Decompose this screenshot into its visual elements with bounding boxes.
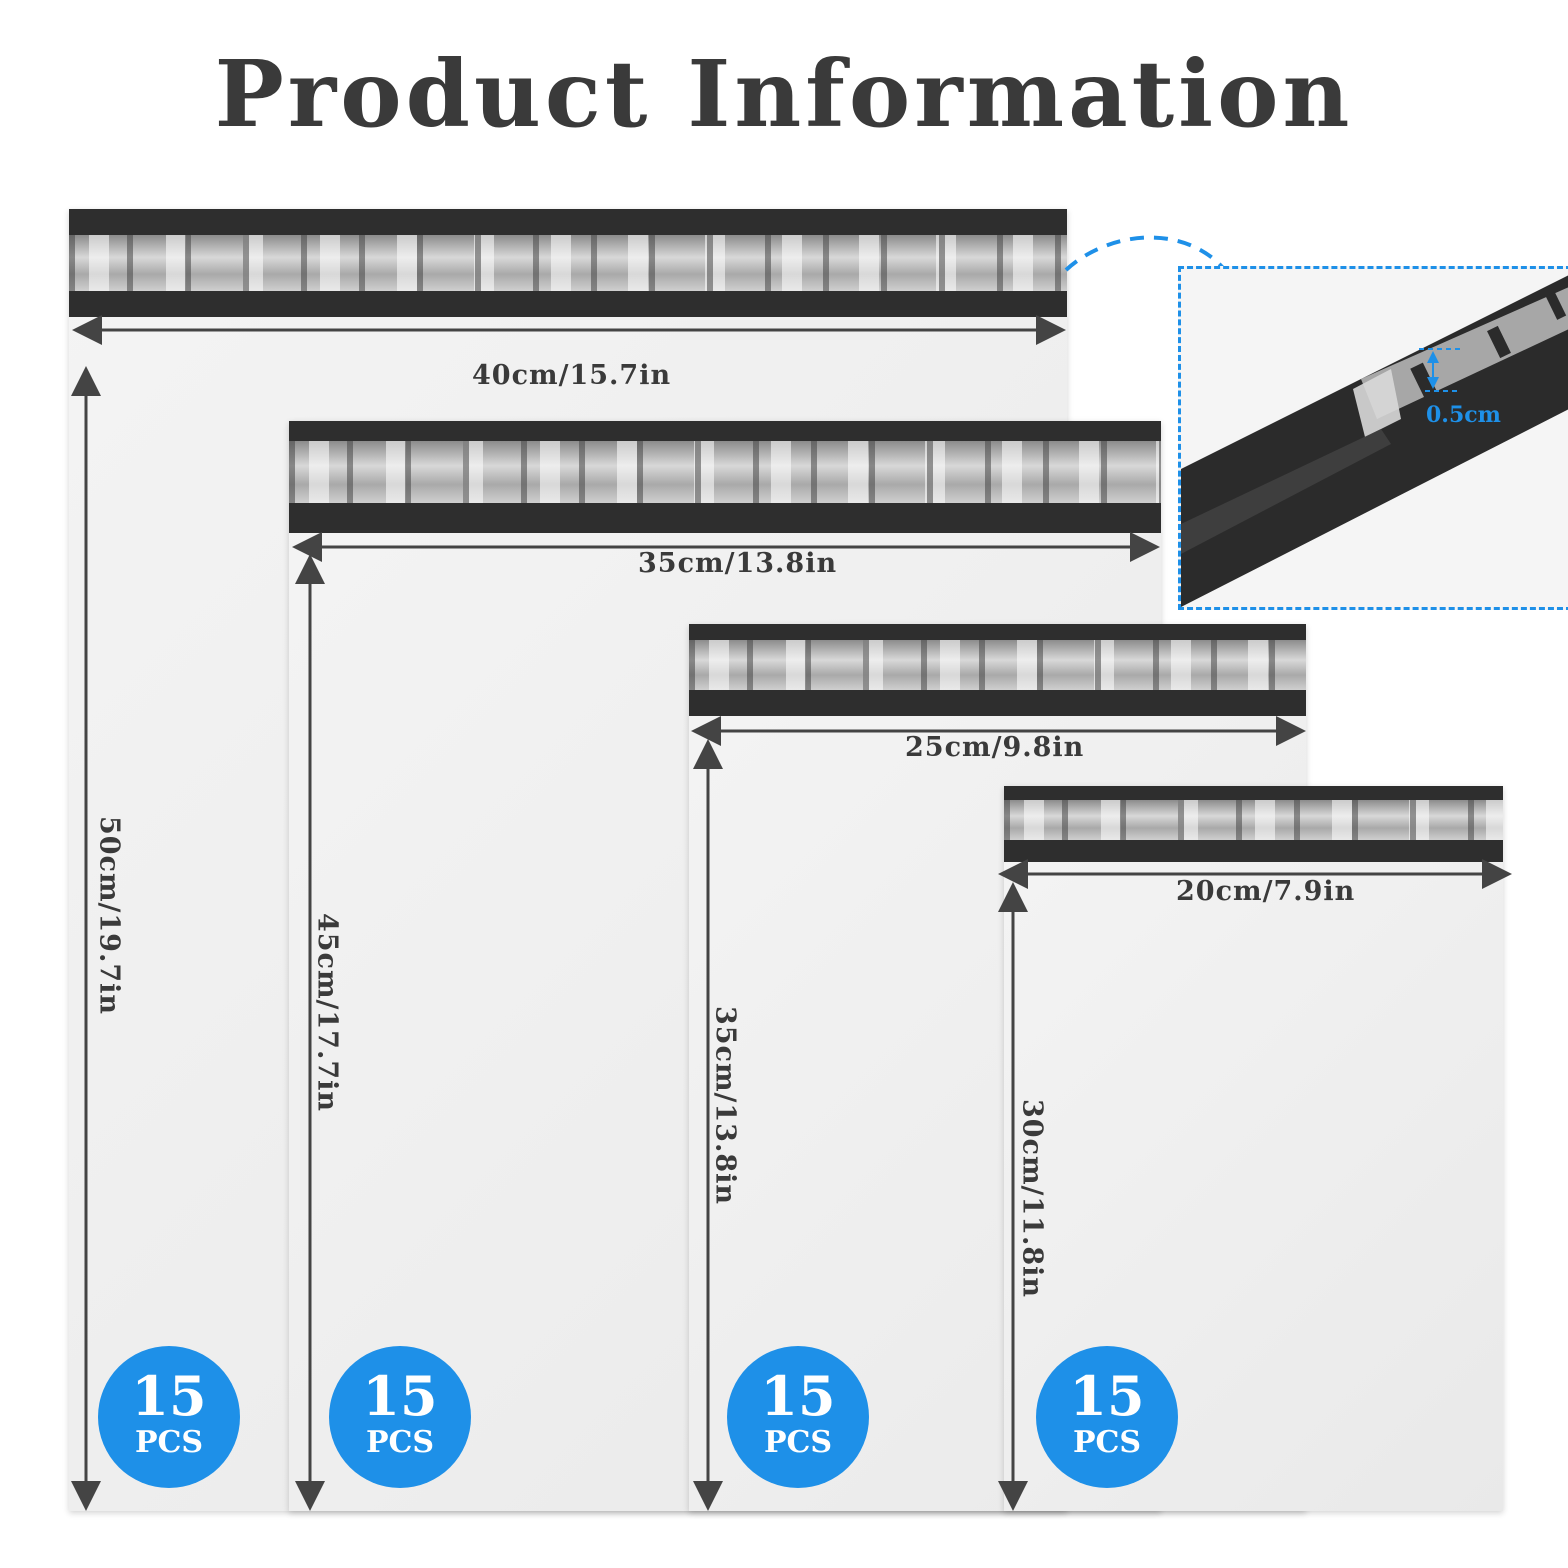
badge-quantity: 15 bbox=[760, 1364, 836, 1428]
badge-unit: PCS bbox=[134, 1425, 204, 1460]
adhesive-strip bbox=[689, 624, 1306, 716]
seal-tape bbox=[289, 441, 1161, 503]
seal-detail-illustration bbox=[1181, 275, 1568, 607]
quantity-badge-bag-2: 15 PCS bbox=[329, 1346, 471, 1488]
width-label-bag-3: 25cm/9.8in bbox=[905, 732, 1085, 763]
badge-unit: PCS bbox=[365, 1425, 435, 1460]
badge-quantity: 15 bbox=[1069, 1364, 1145, 1428]
width-label-bag-1: 40cm/15.7in bbox=[472, 360, 672, 391]
badge-unit: PCS bbox=[763, 1425, 833, 1460]
quantity-badge-bag-4: 15 PCS bbox=[1036, 1346, 1178, 1488]
badge-quantity: 15 bbox=[131, 1364, 207, 1428]
seal-tape bbox=[1004, 800, 1503, 840]
adhesive-strip bbox=[69, 209, 1067, 317]
width-label-bag-2: 35cm/13.8in bbox=[638, 548, 838, 579]
badge-quantity: 15 bbox=[362, 1364, 438, 1428]
quantity-badge-bag-3: 15 PCS bbox=[727, 1346, 869, 1488]
height-label-bag-4: 30cm/11.8in bbox=[1016, 1098, 1048, 1299]
height-label-bag-1: 50cm/19.7in bbox=[93, 815, 125, 1016]
adhesive-strip bbox=[289, 421, 1161, 533]
page-title: Product Information bbox=[214, 40, 1354, 148]
height-label-bag-2: 45cm/17.7in bbox=[311, 912, 343, 1113]
seal-width-label: 0.5cm bbox=[1426, 402, 1501, 428]
seal-detail-callout bbox=[1178, 266, 1568, 610]
adhesive-strip bbox=[1004, 786, 1503, 862]
seal-tape bbox=[689, 640, 1306, 690]
width-label-bag-4: 20cm/7.9in bbox=[1176, 876, 1356, 907]
seal-tape bbox=[69, 235, 1067, 291]
badge-unit: PCS bbox=[1072, 1425, 1142, 1460]
height-label-bag-3: 35cm/13.8in bbox=[709, 1005, 741, 1206]
quantity-badge-bag-1: 15 PCS bbox=[98, 1346, 240, 1488]
